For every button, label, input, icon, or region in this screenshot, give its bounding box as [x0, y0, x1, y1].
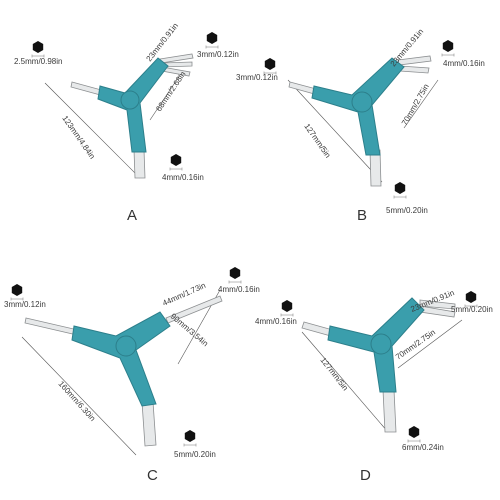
dim-line-side	[403, 79, 439, 129]
hex-icon	[10, 283, 24, 301]
left-tip-label: 3mm/0.12in	[236, 73, 278, 82]
hex-icon	[205, 31, 219, 49]
tool-b	[288, 55, 432, 187]
hex-icon	[169, 153, 183, 171]
hex-icon	[31, 40, 45, 58]
variant-c: 3mm/0.12in 44mm/1.73in 4mm/0.16in 90mm/3…	[4, 266, 260, 484]
top-shaft	[159, 53, 194, 64]
left-tip-label: 4mm/0.16in	[255, 317, 297, 326]
bottom-size-label: 4mm/0.16in	[162, 173, 204, 182]
top-size-label: 4mm/0.16in	[443, 59, 485, 68]
hex-icon	[407, 425, 421, 443]
handle-hub	[120, 90, 140, 110]
tool-a	[70, 53, 194, 179]
diagonal-length-label: 127mm/5in	[302, 122, 332, 160]
variant-d: 4mm/0.16in 23mm/0.91in 5mm/0.20in 70mm/2…	[255, 288, 493, 484]
tool-d	[301, 297, 456, 433]
top-shaft	[165, 295, 223, 324]
left-tip-label: 3mm/0.12in	[4, 300, 46, 309]
diagonal-length-label: 160mm/6.30in	[57, 379, 98, 423]
hex-icon	[280, 299, 294, 317]
handle-hub	[351, 91, 373, 113]
hex-icon	[441, 39, 455, 57]
variant-letter: A	[127, 207, 137, 224]
dim-line-diagonal	[44, 82, 141, 179]
diagonal-length-label: 127mm/5in	[318, 356, 349, 393]
top-size-label: 3mm/0.12in	[197, 50, 239, 59]
top-shaft	[419, 299, 456, 310]
left-tip-label: 2.5mm/0.98in	[14, 57, 62, 66]
variant-b: 3mm/0.12in 23mm/0.91in 4mm/0.16in 70mm/2…	[236, 27, 485, 224]
side-length-label: 70mm/2.75in	[400, 82, 431, 127]
top-size-label: 5mm/0.20in	[451, 305, 493, 314]
left-shaft	[24, 317, 79, 336]
y-handle	[71, 311, 171, 407]
variant-letter: B	[357, 207, 367, 224]
variant-letter: C	[147, 467, 158, 484]
bottom-shaft	[141, 401, 157, 447]
variant-letter: D	[360, 467, 371, 484]
dim-line-diagonal	[287, 79, 383, 183]
diagonal-length-label: 123mm/4.84in	[60, 114, 96, 161]
bottom-shaft	[382, 389, 397, 433]
bottom-size-label: 5mm/0.20in	[174, 450, 216, 459]
dim-line-side	[397, 319, 463, 369]
hex-icon	[228, 266, 242, 284]
handle-hub	[370, 333, 392, 355]
hex-icon	[393, 181, 407, 199]
dim-line-diagonal	[21, 336, 137, 456]
tool-c	[24, 295, 223, 447]
dim-line-side	[149, 71, 183, 121]
bottom-shaft	[133, 149, 146, 179]
bottom-size-label: 5mm/0.20in	[386, 206, 428, 215]
variant-a: 2.5mm/0.98in 23mm/0.91in 3mm/0.12in 68mm…	[14, 21, 239, 224]
hex-icon	[183, 429, 197, 447]
top-size-label: 4mm/0.16in	[218, 285, 260, 294]
bottom-size-label: 6mm/0.24in	[402, 443, 444, 452]
side-length-label: 90mm/3.54in	[169, 312, 210, 349]
handle-hub	[115, 335, 137, 357]
dim-line-diagonal	[301, 331, 389, 433]
